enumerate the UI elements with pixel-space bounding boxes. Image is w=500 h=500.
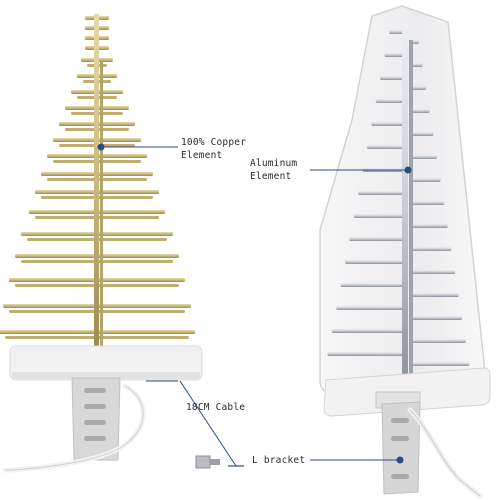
aluminum-rod-right	[409, 293, 459, 297]
aluminum-rod-right	[409, 362, 470, 366]
copper-boom	[94, 14, 99, 356]
aluminum-rod-right	[409, 132, 434, 136]
aluminum-l-bracket	[381, 401, 421, 495]
aluminum-rod-right	[409, 247, 452, 251]
aluminum-rod-left	[371, 122, 405, 126]
aluminum-rod-left	[384, 53, 405, 57]
aluminum-rod-left	[349, 237, 405, 241]
copper-label-line2: Element	[181, 150, 223, 161]
cable-connector-tip	[210, 459, 220, 465]
bracket-slot	[391, 418, 409, 423]
aluminum-rod-left	[331, 329, 405, 333]
aluminum-rod-left	[367, 145, 405, 149]
aluminum-label-line1: Aluminum	[250, 158, 298, 169]
aluminum-boom	[402, 24, 408, 394]
aluminum-pointer-dot	[404, 166, 412, 174]
copper-base-plate-edge	[12, 372, 200, 379]
bracket-slot	[391, 436, 409, 441]
aluminum-rod-right	[409, 109, 430, 113]
bracket-slot	[84, 388, 106, 393]
copper-label-line1: 100% Copper	[181, 137, 247, 148]
aluminum-rod-right	[409, 178, 441, 182]
aluminum-rod-left	[380, 76, 405, 80]
cable-label: 18CM Cable	[186, 402, 246, 413]
aluminum-cable-outline	[409, 409, 481, 497]
aluminum-rod-right	[409, 224, 448, 228]
bracket-slot	[84, 436, 106, 441]
copper-element-label: 100% Copper Element	[181, 136, 246, 162]
bracket-pointer-dot	[396, 456, 404, 464]
aluminum-rod-right	[409, 270, 455, 274]
aluminum-rod-left	[353, 214, 405, 218]
bracket-slot	[391, 474, 409, 479]
aluminum-rod-right	[409, 339, 466, 343]
copper-cable-outline	[4, 385, 144, 471]
bracket-label: L bracket	[252, 455, 306, 466]
copper-antenna	[0, 14, 220, 473]
aluminum-rod-right	[409, 155, 437, 159]
aluminum-label-line2: Element	[250, 171, 292, 182]
aluminum-rod-left	[375, 99, 405, 103]
aluminum-boom-2	[409, 40, 413, 394]
aluminum-rod-left	[336, 306, 405, 310]
bracket-slot	[84, 404, 106, 409]
cable-connector	[195, 455, 211, 469]
aluminum-rod-left	[389, 30, 405, 34]
aluminum-rod-right	[409, 86, 427, 90]
aluminum-rod-right	[409, 316, 463, 320]
aluminum-rod-left	[358, 191, 405, 195]
aluminum-antenna	[319, 5, 491, 499]
copper-l-bracket	[71, 377, 121, 461]
aluminum-element-label: Aluminum Element	[250, 157, 297, 183]
aluminum-rod-right	[409, 201, 445, 205]
cable-leader-line-vertical	[179, 380, 237, 467]
aluminum-rod-left	[340, 283, 405, 287]
aluminum-rod-left	[327, 352, 405, 356]
copper-pointer-dot	[97, 143, 105, 151]
aluminum-rod-left	[345, 260, 405, 264]
bracket-slot	[84, 420, 106, 425]
copper-boom-2	[100, 60, 103, 356]
leader-lines	[97, 143, 412, 467]
